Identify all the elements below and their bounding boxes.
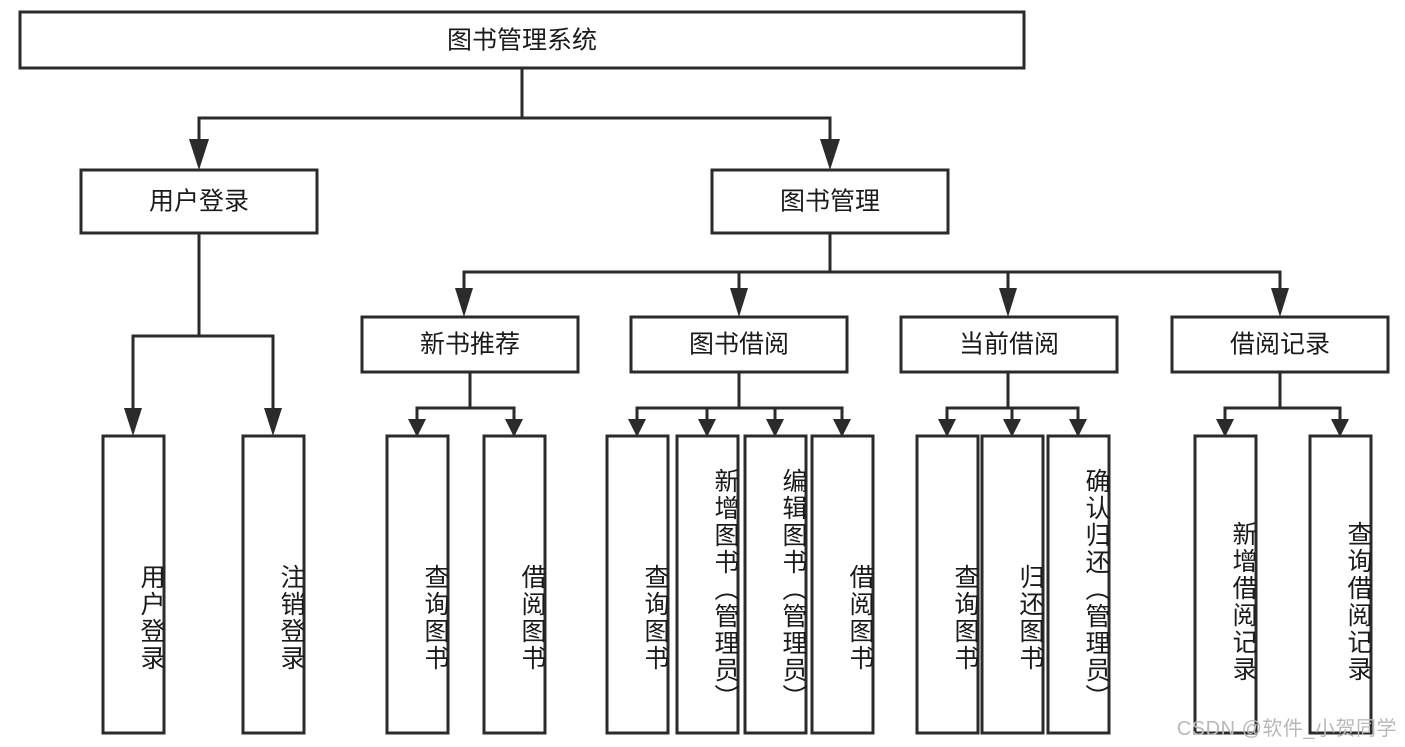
- node-box[interactable]: [79, 168, 319, 235]
- node-box[interactable]: [360, 315, 580, 374]
- node-label: 图书借阅: [689, 331, 789, 359]
- arrow-head-icon: [938, 419, 956, 437]
- leaf-box-query-book-2[interactable]: [605, 434, 670, 735]
- node-user-login[interactable]: 用户登录: [79, 168, 319, 235]
- node-book-borrow[interactable]: 图书借阅: [629, 315, 849, 374]
- node-box[interactable]: [899, 315, 1119, 374]
- arrow-head-icon: [1216, 419, 1234, 437]
- leaf-box-confirm-return[interactable]: [1046, 434, 1111, 735]
- arrow-head-icon: [1331, 419, 1349, 437]
- leaf-box-borrow-book-2[interactable]: [810, 434, 875, 735]
- arrow-head-icon: [455, 288, 473, 317]
- node-box[interactable]: [18, 10, 1026, 70]
- node-borrow-record[interactable]: 借阅记录: [1170, 315, 1390, 374]
- node-box[interactable]: [1170, 315, 1390, 374]
- node-label: 图书管理系统: [447, 27, 597, 55]
- node-label: 当前借阅: [959, 331, 1059, 359]
- leaf-box-query-book-1[interactable]: [385, 434, 450, 735]
- node-label: 图书管理: [780, 188, 880, 216]
- node-label: 用户登录: [149, 188, 249, 216]
- connector-bookborrow-to-leaves: [628, 370, 851, 437]
- node-root[interactable]: 图书管理系统: [18, 10, 1026, 70]
- arrow-head-icon: [698, 419, 716, 437]
- node-current-borrow[interactable]: 当前借阅: [899, 315, 1119, 374]
- connector-bookmanage-to-level3: [455, 231, 1289, 317]
- leaf-box-add-record[interactable]: [1193, 434, 1258, 735]
- arrow-head-icon: [833, 419, 851, 437]
- leaf-box-return-book[interactable]: [980, 434, 1045, 735]
- leaf-box-user-logout[interactable]: [241, 434, 306, 735]
- leaf-box-add-book[interactable]: [675, 434, 740, 735]
- connector-borrowrecord-to-leaves: [1216, 370, 1349, 437]
- arrow-head-icon: [124, 408, 142, 436]
- arrow-head-icon: [999, 288, 1017, 317]
- node-box[interactable]: [710, 168, 950, 235]
- leaf-box-query-record[interactable]: [1308, 434, 1373, 735]
- connector-root-to-level2: [189, 66, 840, 170]
- node-book-manage[interactable]: 图书管理: [710, 168, 950, 235]
- node-label: 新书推荐: [420, 331, 520, 359]
- connector-userlogin-to-leaves: [124, 231, 282, 436]
- connector-newbookrec-to-leaves: [408, 370, 523, 437]
- leaf-box-borrow-book-1[interactable]: [482, 434, 547, 735]
- leaf-box-edit-book[interactable]: [743, 434, 808, 735]
- arrow-head-icon: [628, 419, 646, 437]
- leaf-box-query-book-3[interactable]: [915, 434, 980, 735]
- arrow-head-icon: [189, 139, 209, 170]
- arrow-head-icon: [1003, 419, 1021, 437]
- arrow-head-icon: [505, 419, 523, 437]
- node-label: 借阅记录: [1230, 331, 1330, 359]
- arrow-head-icon: [820, 139, 840, 170]
- connector-currentborrow-to-leaves: [938, 370, 1087, 437]
- arrow-head-icon: [1069, 419, 1087, 437]
- arrow-head-icon: [408, 419, 426, 437]
- arrow-head-icon: [264, 408, 282, 436]
- arrow-head-icon: [730, 288, 748, 317]
- leaf-box-user-login[interactable]: [101, 434, 166, 735]
- node-new-book-rec[interactable]: 新书推荐: [360, 315, 580, 374]
- node-box[interactable]: [629, 315, 849, 374]
- watermark-text: CSDN @软件_小贺同学: [1176, 718, 1397, 740]
- arrow-head-icon: [766, 419, 784, 437]
- arrow-head-icon: [1271, 288, 1289, 317]
